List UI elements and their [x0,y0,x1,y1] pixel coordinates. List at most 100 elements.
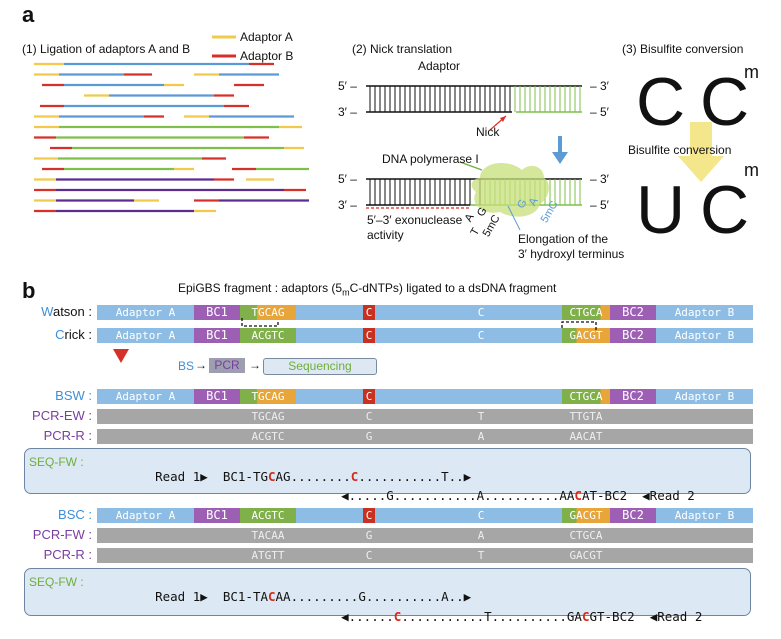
pcr-r2-left: ATGTT [251,549,285,562]
crick-adaptor-b: Adaptor B [656,328,753,343]
pcr-r-label: PCR-R : [43,428,92,443]
panel-b-label: b [22,278,36,303]
bsw-adaptor-b: Adaptor B [656,389,753,404]
pcr-ew-label: PCR-EW : [32,408,92,423]
pcr-r-mid1: G [365,430,373,443]
watson-left-site: TGCAG [240,305,296,320]
watson-bar: Adaptor A BC1 TGCAG C C CTGCA BC2 Adapto… [97,305,753,320]
watson-adaptor-b: Adaptor B [656,305,753,320]
end-three-top: – 3′ [590,79,609,93]
pcr-fw-left: TACAA [251,529,285,542]
bsc-bc2: BC2 [610,508,656,523]
step3-title: (3) Bisulfite conversion [622,42,744,56]
step1-title: (1) Ligation of adaptors A and B [22,42,191,56]
elongation-label-1: Elongation of the [518,232,609,246]
dna-polymerase-label: DNA polymerase I [382,152,479,166]
seq2-read1-line: Read 1▶ BC1-TACAA.........G..........A..… [155,589,472,604]
bsc-label: BSC : [58,507,92,522]
pcr-fw-bar: TACAA G A CTGCA [97,528,753,543]
seq1-read1-line: Read 1▶ BC1-TGCAG........C...........T..… [155,469,472,484]
panel-b-title: EpiGBS fragment : adaptors (5mC-dNTPs) l… [178,281,557,298]
pcr-r-mid2: A [477,430,485,443]
watson-bc2: BC2 [610,305,656,320]
pcr-ew-bar: TGCAG C T TTGTA [97,409,753,424]
pcr-r2-bar: ATGTT C T GACGT [97,548,753,563]
pcr-r-right: AACAT [569,430,603,443]
seq-fw-label-1: SEQ-FW : [29,455,84,469]
crick-adaptor-a: Adaptor A [97,328,194,343]
big-u: U [636,172,686,248]
watson-label: Watson : [41,304,92,319]
bisulfite-label: Bisulfite conversion [628,143,732,157]
watson-c: C [477,306,485,319]
watson-adaptor-a: Adaptor A [97,305,194,320]
crick-bar: Adaptor A BC1 ACGTC C C GACGT BC2 Adapto… [97,328,753,343]
nick-label: Nick [476,125,500,139]
pcr-fw-label: PCR-FW : [32,527,92,542]
bsc-c-methyl: C [363,508,375,523]
big-c-bottom: C [700,172,750,248]
bsw-bc1: BC1 [194,389,240,404]
bsc-left-site: ACGTC [240,508,296,523]
adaptor-legend [212,35,236,58]
three-prime-top: 3′ – [338,105,357,119]
crick-label: Crick : [55,327,92,342]
bsw-right-site: CTGCA [562,389,610,404]
crick-c: C [477,329,485,342]
crick-bc2: BC2 [610,328,656,343]
bsc-bc1: BC1 [194,508,240,523]
bsw-bar: Adaptor A BC1 TGCAG C CTGCA BC2 Adaptor … [97,389,753,404]
three-prime-bottom: 3′ – [338,198,357,212]
watson-c-methyl: C [363,305,375,320]
exonuclease-activity-label: activity [367,228,404,242]
crick-right-site: GACGT [562,328,610,343]
pcr-r-bar: ACGTC G A AACAT [97,429,753,444]
seq1-read2-line: ◀.....G...........A..........AACAT-BC2 ◀… [341,488,695,503]
big-c-left: C [636,64,686,140]
crick-c-methyl: C [363,328,375,343]
polymerase-blob [471,163,549,217]
seq-fw-label-2: SEQ-FW : [29,575,84,589]
crick-left-site: ACGTC [240,328,296,343]
legend-adaptor-a: Adaptor A [240,30,293,44]
methyl-m-top: m [744,62,759,82]
flow-arrow-1: → [195,358,207,372]
watson-right-site: CTGCA [562,305,610,320]
seq-fw-box-1: SEQ-FW : Read 1▶ BC1-TGCAG........C.....… [24,448,751,503]
exonuclease-label: 5′–3′ exonuclease [367,213,463,227]
bsc-adaptor-a: Adaptor A [97,508,194,523]
methyl-m-bottom: m [744,160,759,180]
down-triangle-icon [113,349,129,363]
bsw-bc2: BC2 [610,389,656,404]
pcr-fw-mid2: A [477,529,485,542]
step2-title: (2) Nick translation [352,42,453,56]
bsw-label: BSW : [55,388,92,403]
panel-a-label: a [22,2,35,27]
pcr-r2-right: GACGT [569,549,603,562]
elongation-label-2: 3′ hydroxyl terminus [518,247,625,261]
flow-bs: BS [178,359,195,373]
pcr-r-left: ACGTC [251,430,285,443]
adaptor-label: Adaptor [418,59,461,73]
seq-fw-box-2: SEQ-FW : Read 1▶ BC1-TACAA.........G....… [24,568,751,624]
flow-sequencing: Sequencing [263,358,377,375]
bsw-adaptor-a: Adaptor A [97,389,194,404]
watson-bc1: BC1 [194,305,240,320]
pcr-r2-mid2: T [477,549,485,562]
pcr-r2-label: PCR-R : [43,547,92,562]
seq2-read2-line: ◀......C...........T..........GACGT-BC2 … [341,609,703,624]
pcr-ew-right: TTGTA [569,410,603,423]
pcr-r2-mid1: C [365,549,373,562]
bsc-bar: Adaptor A BC1 ACGTC C C GACGT BC2 Adapto… [97,508,753,523]
nick-translation-diagram [366,85,582,231]
five-prime-top: 5′ – [338,79,357,93]
bsw-left-site: TGCAG [240,389,296,404]
flow-pcr: PCR [209,358,245,373]
five-prime-bottom: 5′ – [338,172,357,186]
fragment-lines [34,62,309,213]
bsc-adaptor-b: Adaptor B [656,508,753,523]
pcr-ew-mid2: T [477,410,485,423]
pcr-ew-mid1: C [365,410,373,423]
flow-arrow-2: → [249,358,261,372]
crick-bc1: BC1 [194,328,240,343]
